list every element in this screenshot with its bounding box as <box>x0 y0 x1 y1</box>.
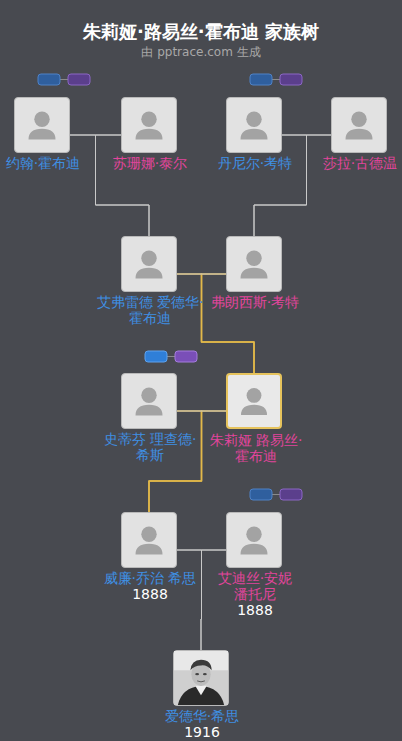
diagram-caption: 由 pptrace.com 生成 <box>0 44 402 60</box>
person-label: 艾迪丝·安妮 潘托尼1888 <box>200 570 310 618</box>
person-name: 约翰·霍布迪 <box>0 155 98 171</box>
person-name: 朱莉娅 路易丝·霍布迪 <box>201 432 311 464</box>
person-label: 艾弗雷德 爱德华·霍布迪 <box>95 294 205 326</box>
person-box: 威廉·乔治 希思1888 <box>121 512 177 568</box>
person-name: 苏珊娜·泰尔 <box>95 155 205 171</box>
person-label: 史蒂芬 理查德·希斯 <box>95 431 205 463</box>
person-box: 朱莉娅 路易丝·霍布迪 <box>226 373 282 429</box>
avatar-icon <box>122 98 176 152</box>
person-label: 苏珊娜·泰尔 <box>95 155 205 171</box>
person-label: 约翰·霍布迪 <box>0 155 98 171</box>
relation-icon <box>250 489 302 500</box>
birth-year: 1888 <box>200 602 310 618</box>
avatar-icon <box>332 98 386 152</box>
avatar-icon <box>228 375 280 427</box>
person-box: 约翰·霍布迪 <box>14 97 70 153</box>
family-connector <box>177 274 226 275</box>
person-name: 爱德华·希思 <box>147 708 257 724</box>
person-box: 莎拉·古德温 <box>331 97 387 153</box>
person-name: 丹尼尔·考特 <box>200 155 310 171</box>
family-connector <box>177 550 226 551</box>
person-name: 威廉·乔治 希思 <box>95 570 205 586</box>
person-name: 艾迪丝·安妮 潘托尼 <box>200 570 310 602</box>
avatar-icon <box>227 513 281 567</box>
person-box: 艾弗雷德 爱德华·霍布迪 <box>121 236 177 292</box>
avatar-icon <box>15 98 69 152</box>
person-name: 艾弗雷德 爱德华·霍布迪 <box>95 294 205 326</box>
person-name: 史蒂芬 理查德·希斯 <box>95 431 205 463</box>
person-box: 苏珊娜·泰尔 <box>121 97 177 153</box>
person-label: 威廉·乔治 希思1888 <box>95 570 205 602</box>
birth-year: 1888 <box>95 586 205 602</box>
family-connector <box>177 411 226 412</box>
person-label: 爱德华·希思1916 <box>147 708 257 740</box>
person-label: 朱莉娅 路易丝·霍布迪 <box>201 432 311 464</box>
relation-icon <box>38 74 90 85</box>
relation-icon <box>250 74 302 85</box>
avatar-icon <box>227 98 281 152</box>
person-name: 弗朗西斯·考特 <box>200 294 310 310</box>
person-name: 莎拉·古德温 <box>305 155 402 171</box>
family-connector <box>70 135 121 136</box>
person-box: 艾迪丝·安妮 潘托尼1888 <box>226 512 282 568</box>
avatar-icon <box>122 513 176 567</box>
relation-icon <box>145 351 197 362</box>
birth-year: 1916 <box>147 724 257 740</box>
person-box: 爱德华·希思1916 <box>173 650 229 706</box>
diagram-title: 朱莉娅·路易丝·霍布迪 家族树 <box>0 20 402 44</box>
person-box: 丹尼尔·考特 <box>226 97 282 153</box>
person-box: 弗朗西斯·考特 <box>226 236 282 292</box>
avatar-icon <box>122 237 176 291</box>
family-connector <box>282 135 331 136</box>
person-label: 丹尼尔·考特 <box>200 155 310 171</box>
avatar-icon <box>122 374 176 428</box>
person-box: 史蒂芬 理查德·希斯 <box>121 373 177 429</box>
person-label: 莎拉·古德温 <box>305 155 402 171</box>
person-label: 弗朗西斯·考特 <box>200 294 310 310</box>
avatar-icon <box>227 237 281 291</box>
family-connector <box>201 550 226 650</box>
family-connector <box>177 550 202 650</box>
person-photo <box>174 651 228 705</box>
